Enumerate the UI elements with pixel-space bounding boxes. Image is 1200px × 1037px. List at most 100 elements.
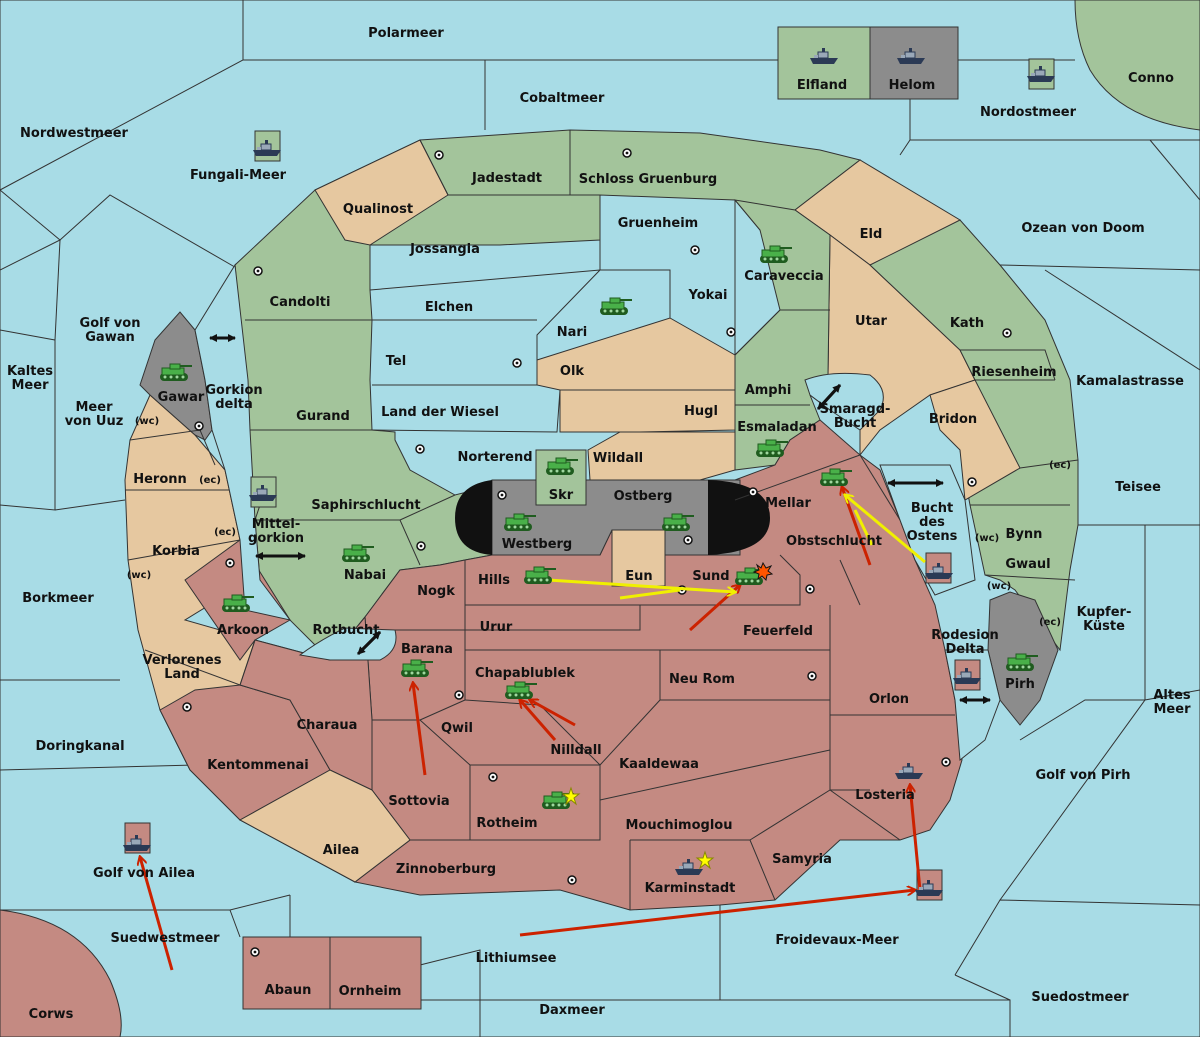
label-mittelgorkion: Mittel-gorkion bbox=[248, 517, 304, 546]
supply-center-dot bbox=[570, 878, 574, 882]
supply-center-dot bbox=[491, 775, 495, 779]
label-golf-ailea: Golf von Ailea bbox=[93, 866, 195, 881]
territory-ailea[interactable] bbox=[238, 769, 411, 883]
label-cobaltmeer: Cobaltmeer bbox=[520, 91, 605, 106]
label-fungali: Fungali-Meer bbox=[190, 168, 287, 183]
coast-label-korbia-wc: (wc) bbox=[127, 570, 151, 581]
label-teisee: Teisee bbox=[1115, 480, 1161, 495]
label-kupfer: Kupfer-Küste bbox=[1077, 605, 1132, 634]
label-line: Delta bbox=[945, 642, 984, 657]
label-line: Meer bbox=[76, 400, 114, 415]
sea-rotbucht[interactable] bbox=[298, 627, 397, 661]
coast-label-gwaul-wc: (wc) bbox=[987, 581, 1011, 592]
label-neu-rom: Neu Rom bbox=[669, 672, 735, 687]
label-daxmeer: Daxmeer bbox=[539, 1003, 605, 1018]
label-borkmeer: Borkmeer bbox=[22, 591, 94, 606]
label-corws: Corws bbox=[29, 1007, 74, 1022]
label-line: delta bbox=[215, 397, 253, 412]
coast-label-gawar-wc: (wc) bbox=[135, 416, 159, 427]
label-yokai: Yokai bbox=[687, 288, 727, 303]
label-line: gorkion bbox=[248, 531, 304, 546]
territory-conno[interactable] bbox=[1074, 0, 1200, 131]
label-conno: Conno bbox=[1128, 71, 1174, 86]
label-ozean: Ozean von Doom bbox=[1021, 221, 1144, 236]
label-elfland: Elfland bbox=[797, 78, 847, 93]
coast-label-bynn-wc: (wc) bbox=[975, 533, 999, 544]
label-norterend: Norterend bbox=[457, 450, 532, 465]
label-kamalastrasse: Kamalastrasse bbox=[1076, 374, 1184, 389]
label-gurand: Gurand bbox=[296, 409, 350, 424]
label-barana: Barana bbox=[401, 642, 453, 657]
label-mellar: Mellar bbox=[765, 496, 811, 511]
label-kaaldewaa: Kaaldewaa bbox=[619, 757, 699, 772]
supply-center-dot bbox=[419, 544, 423, 548]
label-nordwestmeer: Nordwestmeer bbox=[20, 126, 128, 141]
label-line: Bucht bbox=[834, 416, 876, 431]
label-esmaladan: Esmaladan bbox=[737, 420, 817, 435]
label-abaun: Abaun bbox=[265, 983, 312, 998]
label-helom: Helom bbox=[889, 78, 936, 93]
label-line: Golf von bbox=[80, 316, 141, 331]
supply-center-dot bbox=[515, 361, 519, 365]
coast-label-korbia-ec: (ec) bbox=[214, 527, 236, 538]
label-nordostmeer: Nordostmeer bbox=[980, 105, 1077, 120]
label-lithiumsee: Lithiumsee bbox=[476, 951, 557, 966]
label-charaua: Charaua bbox=[297, 718, 358, 733]
label-elchen: Elchen bbox=[425, 300, 473, 315]
label-rotheim: Rotheim bbox=[476, 816, 537, 831]
label-line: Verlorenes bbox=[142, 653, 221, 668]
label-eun: Eun bbox=[625, 569, 652, 584]
label-line: Ostens bbox=[907, 529, 958, 544]
label-feuerfeld: Feuerfeld bbox=[743, 624, 813, 639]
label-froidevaux: Froidevaux-Meer bbox=[775, 933, 899, 948]
label-jadestadt: Jadestadt bbox=[471, 171, 542, 186]
label-line: Küste bbox=[1083, 619, 1125, 634]
label-qualinost: Qualinost bbox=[343, 202, 413, 217]
star-icon bbox=[695, 850, 715, 870]
label-line: Gorkion bbox=[205, 383, 262, 398]
label-karminstadt: Karminstadt bbox=[645, 881, 736, 896]
label-gruenheim: Gruenheim bbox=[618, 216, 698, 231]
label-eld: Eld bbox=[860, 227, 883, 242]
label-olk: Olk bbox=[560, 364, 585, 379]
label-land-wiesel: Land der Wiesel bbox=[381, 405, 499, 420]
mountain-cap-west bbox=[455, 480, 492, 555]
label-ostberg: Ostberg bbox=[614, 489, 673, 504]
label-line: Bucht bbox=[911, 501, 953, 516]
label-line: des bbox=[919, 515, 945, 530]
sea-inner-west[interactable] bbox=[194, 263, 292, 621]
label-golf-pirh: Golf von Pirh bbox=[1035, 768, 1130, 783]
territory-ornheim[interactable] bbox=[329, 936, 422, 1010]
supply-center-dot bbox=[185, 705, 189, 709]
territory-eun[interactable] bbox=[611, 529, 666, 587]
label-utar: Utar bbox=[855, 314, 888, 329]
label-nogk: Nogk bbox=[417, 584, 455, 599]
supply-center-dot bbox=[457, 693, 461, 697]
label-schloss: Schloss Gruenburg bbox=[579, 172, 717, 187]
label-polarmeer: Polarmeer bbox=[368, 26, 444, 41]
label-orlon: Orlon bbox=[869, 692, 909, 707]
coast-labels: (wc) (ec) (ec) (wc) (ec) (wc) (wc) (ec) bbox=[127, 416, 1071, 628]
territory-qualinost[interactable] bbox=[314, 139, 449, 246]
supply-center-dot bbox=[418, 447, 422, 451]
label-bynn: Bynn bbox=[1006, 527, 1043, 542]
supply-center-dot bbox=[1005, 331, 1009, 335]
supply-center-dot bbox=[729, 330, 733, 334]
sea-smaragd-bucht[interactable] bbox=[804, 372, 884, 431]
label-line: Smaragd- bbox=[820, 402, 891, 417]
sea-labels: Polarmeer Cobaltmeer Nordwestmeer Fungal… bbox=[7, 26, 1191, 1022]
supply-center-dot bbox=[808, 587, 812, 591]
label-line: Mittel- bbox=[252, 517, 301, 532]
label-suedwestmeer: Suedwestmeer bbox=[110, 931, 220, 946]
territory-corws[interactable] bbox=[0, 909, 122, 1037]
label-line: Land bbox=[164, 667, 200, 682]
supply-center-dot bbox=[810, 674, 814, 678]
supply-center-dot bbox=[751, 490, 755, 494]
